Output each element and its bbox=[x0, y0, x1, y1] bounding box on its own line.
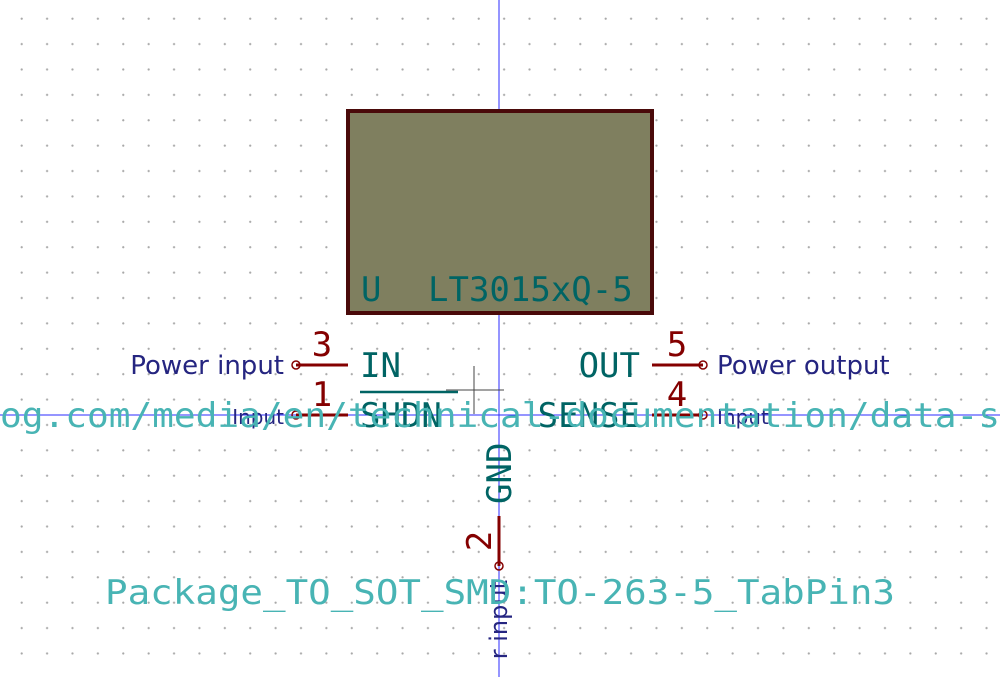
pin-type-5: Power output bbox=[717, 351, 890, 381]
pin-1-number: 1 bbox=[312, 375, 332, 415]
pin-type-3: Power input bbox=[130, 351, 284, 381]
pin-1-endpoint bbox=[291, 410, 301, 420]
cursor-crosshair bbox=[446, 366, 504, 414]
pin-5-number: 5 bbox=[667, 325, 687, 365]
reference-field[interactable]: U bbox=[361, 270, 381, 310]
pin-4-endpoint bbox=[698, 410, 708, 420]
pin-name-shdn: SHDN bbox=[360, 396, 442, 436]
pin-2-number: 2 bbox=[460, 531, 500, 551]
pin-5-endpoint bbox=[698, 360, 708, 370]
datasheet-field[interactable]: og.com/media/en/technical-documentation/… bbox=[0, 396, 1000, 436]
pin-name-sense: SENSE bbox=[538, 396, 640, 436]
value-field[interactable]: LT3015xQ-5 bbox=[428, 270, 633, 310]
pin-2-endpoint bbox=[494, 561, 504, 571]
pin-name-gnd: GND bbox=[480, 443, 520, 504]
pin-name-out: OUT bbox=[579, 346, 640, 386]
symbol-body[interactable] bbox=[346, 109, 654, 315]
pin-3-number: 3 bbox=[312, 325, 332, 365]
pin-type-1: Input bbox=[232, 405, 284, 429]
pin-type-4: Input bbox=[717, 405, 769, 429]
pin-4-number: 4 bbox=[667, 375, 687, 415]
pin-type-2: r input bbox=[485, 580, 513, 659]
footprint-field[interactable]: Package_TO_SOT_SMD:TO-263-5_TabPin3 bbox=[105, 573, 895, 613]
pin-name-in: IN bbox=[360, 346, 401, 386]
pin-3-endpoint bbox=[291, 360, 301, 370]
